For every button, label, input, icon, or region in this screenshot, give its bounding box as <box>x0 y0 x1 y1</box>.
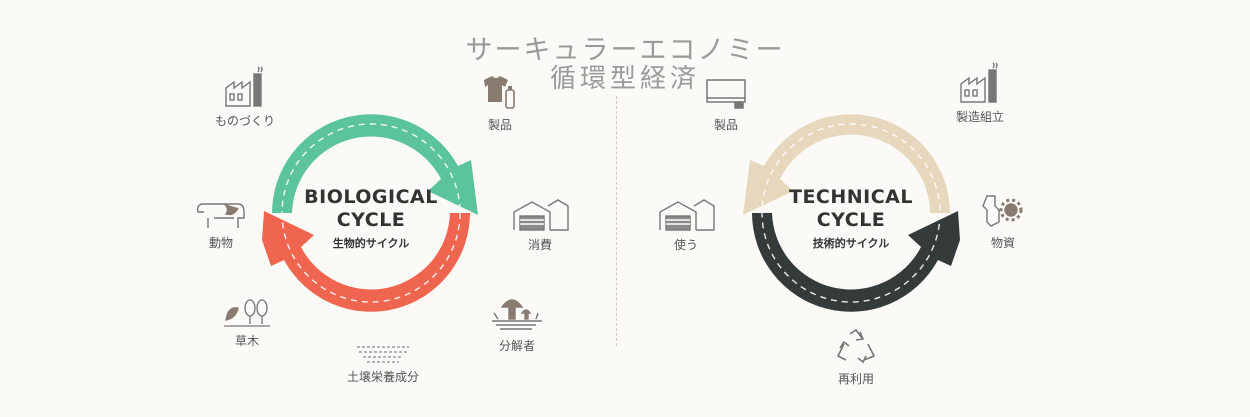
soil-icon <box>357 346 409 363</box>
title-english: サーキュラーエコノミー <box>465 35 785 66</box>
factory-icon <box>225 66 263 107</box>
monitor-icon <box>706 79 746 109</box>
recycle-icon <box>836 328 876 364</box>
biological-green-arc <box>272 114 478 215</box>
biological-red-arc <box>262 211 470 312</box>
trees-icon <box>224 299 270 327</box>
house-icon <box>659 199 715 231</box>
technical-title-ja: 技術的サイクル <box>812 237 890 250</box>
bio-node-decomposers-label: 分解者 <box>498 339 535 353</box>
title-japanese: 循環型経済 <box>549 64 700 94</box>
tech-node-recycle-label: 再利用 <box>837 372 874 386</box>
bio-node-manufacturing-label: ものづくり <box>214 114 275 128</box>
biological-title-line1: BIOLOGICAL <box>304 186 438 208</box>
bio-node-soil-label: 土壌栄養成分 <box>346 370 419 384</box>
bio-node-plants-label: 草木 <box>234 334 259 348</box>
gear-icon <box>982 195 1023 227</box>
cow-icon <box>196 203 245 228</box>
technical-dashed-ring <box>761 123 941 303</box>
mushroom-icon <box>492 299 542 330</box>
bio-node-plants: 草木 <box>216 296 278 349</box>
biological-center-label: BIOLOGICAL CYCLE 生物的サイクル <box>300 186 442 251</box>
tech-node-products: 製品 <box>700 78 752 133</box>
tech-node-materials-label: 物資 <box>990 236 1015 250</box>
biological-dashed-ring <box>281 123 461 303</box>
biological-title-line2: CYCLE <box>336 209 406 231</box>
technical-dark-arc <box>752 211 960 312</box>
bio-node-soil: 土壌栄養成分 <box>338 342 428 385</box>
bio-node-decomposers: 分解者 <box>482 293 552 354</box>
tech-node-assembly: 製造組立 <box>945 62 1015 125</box>
bio-node-products: 製品 <box>470 72 530 133</box>
bio-node-animals: 動物 <box>190 196 252 251</box>
tech-node-products-label: 製品 <box>713 118 738 132</box>
tech-node-materials: 物資 <box>975 192 1031 251</box>
biological-title-ja: 生物的サイクル <box>332 237 410 250</box>
tech-node-assembly-label: 製造組立 <box>955 110 1004 124</box>
technical-center-label: TECHNICAL CYCLE 技術的サイクル <box>780 186 922 251</box>
technical-cycle <box>743 114 960 312</box>
bio-node-consumption-label: 消費 <box>527 238 552 252</box>
shirt-bottle-icon <box>484 76 515 109</box>
biological-cycle <box>262 114 478 312</box>
bio-node-consumption: 消費 <box>505 196 575 253</box>
technical-beige-arc <box>743 114 950 215</box>
house-icon <box>513 199 569 231</box>
tech-node-recycle: 再利用 <box>828 328 884 387</box>
technical-title-line2: CYCLE <box>816 209 886 231</box>
factory-icon <box>960 62 998 103</box>
technical-title-line1: TECHNICAL <box>788 186 913 208</box>
tech-node-use: 使う <box>654 196 718 253</box>
bio-node-manufacturing: ものづくり <box>205 66 285 129</box>
section-divider <box>616 96 617 346</box>
bio-node-products-label: 製品 <box>487 118 512 132</box>
tech-node-use-label: 使う <box>673 238 698 252</box>
bio-node-animals-label: 動物 <box>208 236 233 250</box>
